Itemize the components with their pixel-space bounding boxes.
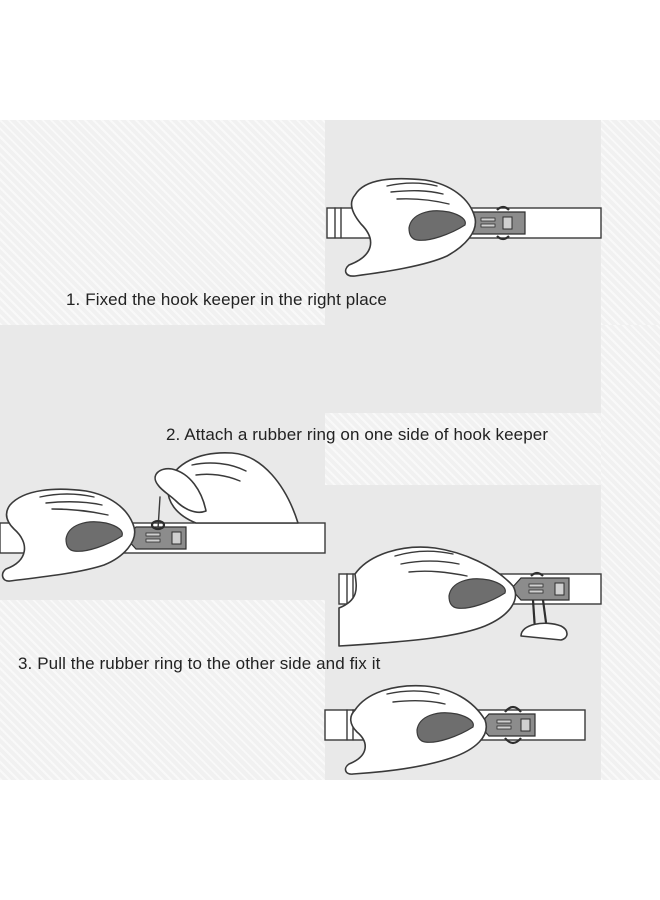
step-3-caption: 3. Pull the rubber ring to the other sid… bbox=[18, 654, 380, 674]
step3b-illustration bbox=[324, 684, 586, 775]
hand-icon bbox=[520, 622, 568, 641]
step2-mid-panel bbox=[325, 325, 601, 413]
step-1-text: Fixed the hook keeper in the right place bbox=[85, 290, 387, 309]
step1-right-strip bbox=[601, 120, 660, 325]
step2-right-strip bbox=[601, 325, 660, 780]
hook-keeper-icon bbox=[462, 205, 526, 241]
hook-keeper-icon bbox=[510, 577, 570, 601]
step-2-number: 2. bbox=[166, 425, 181, 444]
hand-icon bbox=[1, 488, 136, 582]
step-3-text: Pull the rubber ring to the other side a… bbox=[37, 654, 381, 673]
step1-illustration bbox=[326, 177, 602, 277]
step-2-text: Attach a rubber ring on one side of hook… bbox=[184, 425, 549, 444]
rubber-ring-icon bbox=[504, 705, 522, 745]
hook-keeper-icon bbox=[478, 713, 536, 737]
step-3-number: 3. bbox=[18, 654, 33, 673]
hand-icon bbox=[344, 684, 488, 775]
step3a-illustration bbox=[338, 546, 602, 647]
rubber-ring-icon bbox=[150, 519, 166, 531]
step-1-number: 1. bbox=[66, 290, 81, 309]
step-1-caption: 1. Fixed the hook keeper in the right pl… bbox=[66, 290, 387, 310]
hand-icon bbox=[154, 452, 299, 530]
step1-left-panel bbox=[0, 120, 325, 325]
step3-hatch-band bbox=[325, 413, 601, 485]
step-2-caption: 2. Attach a rubber ring on one side of h… bbox=[166, 425, 548, 445]
step2-illustration bbox=[0, 452, 326, 582]
hand-icon bbox=[338, 546, 517, 647]
step3-left-panel bbox=[0, 600, 325, 780]
hand-icon bbox=[344, 177, 477, 277]
